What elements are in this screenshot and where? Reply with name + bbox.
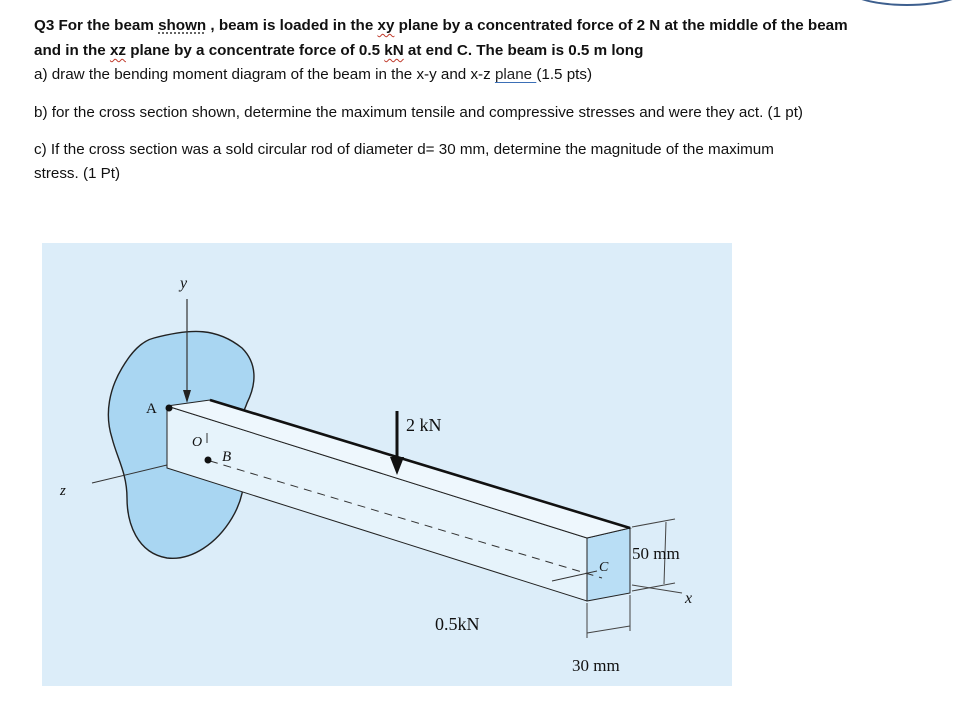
part-b: b) for the cross section shown, determin… (34, 104, 803, 121)
beam-diagram: y z A O B 2 kN C 0.5kN (59, 275, 692, 675)
question-line-1: Q3 For the beam shown , beam is loaded i… (34, 17, 848, 34)
dim-50-label: 50 mm (632, 544, 680, 563)
word-shown: shown (158, 17, 207, 34)
dim-50-top-ext (631, 518, 676, 528)
x-axis-label: x (684, 590, 692, 607)
force-2kn-label: 2 kN (406, 415, 442, 435)
y-axis-arrow (183, 390, 191, 403)
point-c-label: C (599, 560, 609, 575)
force-05kn-label: 0.5kN (435, 614, 480, 634)
z-axis-label: z (59, 483, 66, 499)
dim-50-bottom-ext (631, 582, 676, 592)
question-line-2: and in the xz plane by a concentrate for… (34, 42, 644, 59)
beam-figure: y z A O B 2 kN C 0.5kN (42, 243, 732, 686)
beam-top-edge (209, 398, 631, 530)
word-plane: plane (494, 66, 537, 83)
word-xz: xz (109, 42, 126, 59)
point-b-label: B (222, 449, 231, 465)
dim-30-label: 30 mm (572, 656, 620, 675)
part-c-line-2: stress. (1 Pt) (34, 165, 121, 182)
y-axis-label: y (178, 275, 188, 292)
word-kn: kN (384, 42, 404, 59)
point-b-marker (204, 456, 212, 464)
word-xy: xy (377, 17, 395, 34)
dim-50-line (663, 521, 667, 585)
point-a-label: A (146, 401, 157, 417)
beam-centerline (209, 460, 603, 579)
point-o-label: O (192, 435, 202, 450)
z-axis-line (91, 464, 168, 484)
x-axis-line (631, 584, 683, 594)
decorative-arc (842, 0, 970, 6)
force-05kn-line (551, 570, 598, 582)
force-2kn-arrowhead (390, 457, 404, 475)
part-a: a) draw the bending moment diagram of th… (34, 66, 593, 83)
dim-30-line (586, 625, 631, 634)
beam-end-face (586, 527, 631, 602)
point-a-marker (165, 404, 173, 412)
part-c-line-1: c) If the cross section was a sold circu… (34, 141, 774, 158)
